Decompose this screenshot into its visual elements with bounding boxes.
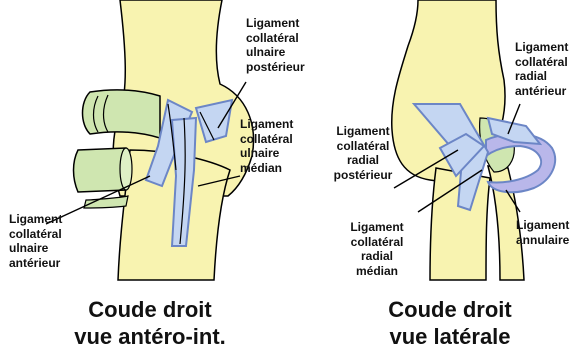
label-ligament-collateral-radial-anterieur: Ligament collatéral radial antérieur [515,40,568,98]
label-ligament-annulaire: Ligament annulaire [516,218,569,247]
label-ligament-collateral-ulnaire-anterieur: Ligament collatéral ulnaire antérieur [9,212,62,270]
caption-left: Coude droit vue antéro-int. [20,296,280,350]
label-ligament-collateral-radial-median: Ligament collatéral radial médian [332,220,422,278]
label-ligament-collateral-ulnaire-median: Ligament collatéral ulnaire médian [240,117,293,175]
left-trochlea-cartilage [83,90,161,138]
label-ligament-collateral-radial-posterieur: Ligament collatéral radial postérieur [323,124,403,182]
label-ligament-collateral-ulnaire-posterieur: Ligament collatéral ulnaire postérieur [246,16,305,74]
caption-right: Coude droit vue latérale [320,296,580,350]
